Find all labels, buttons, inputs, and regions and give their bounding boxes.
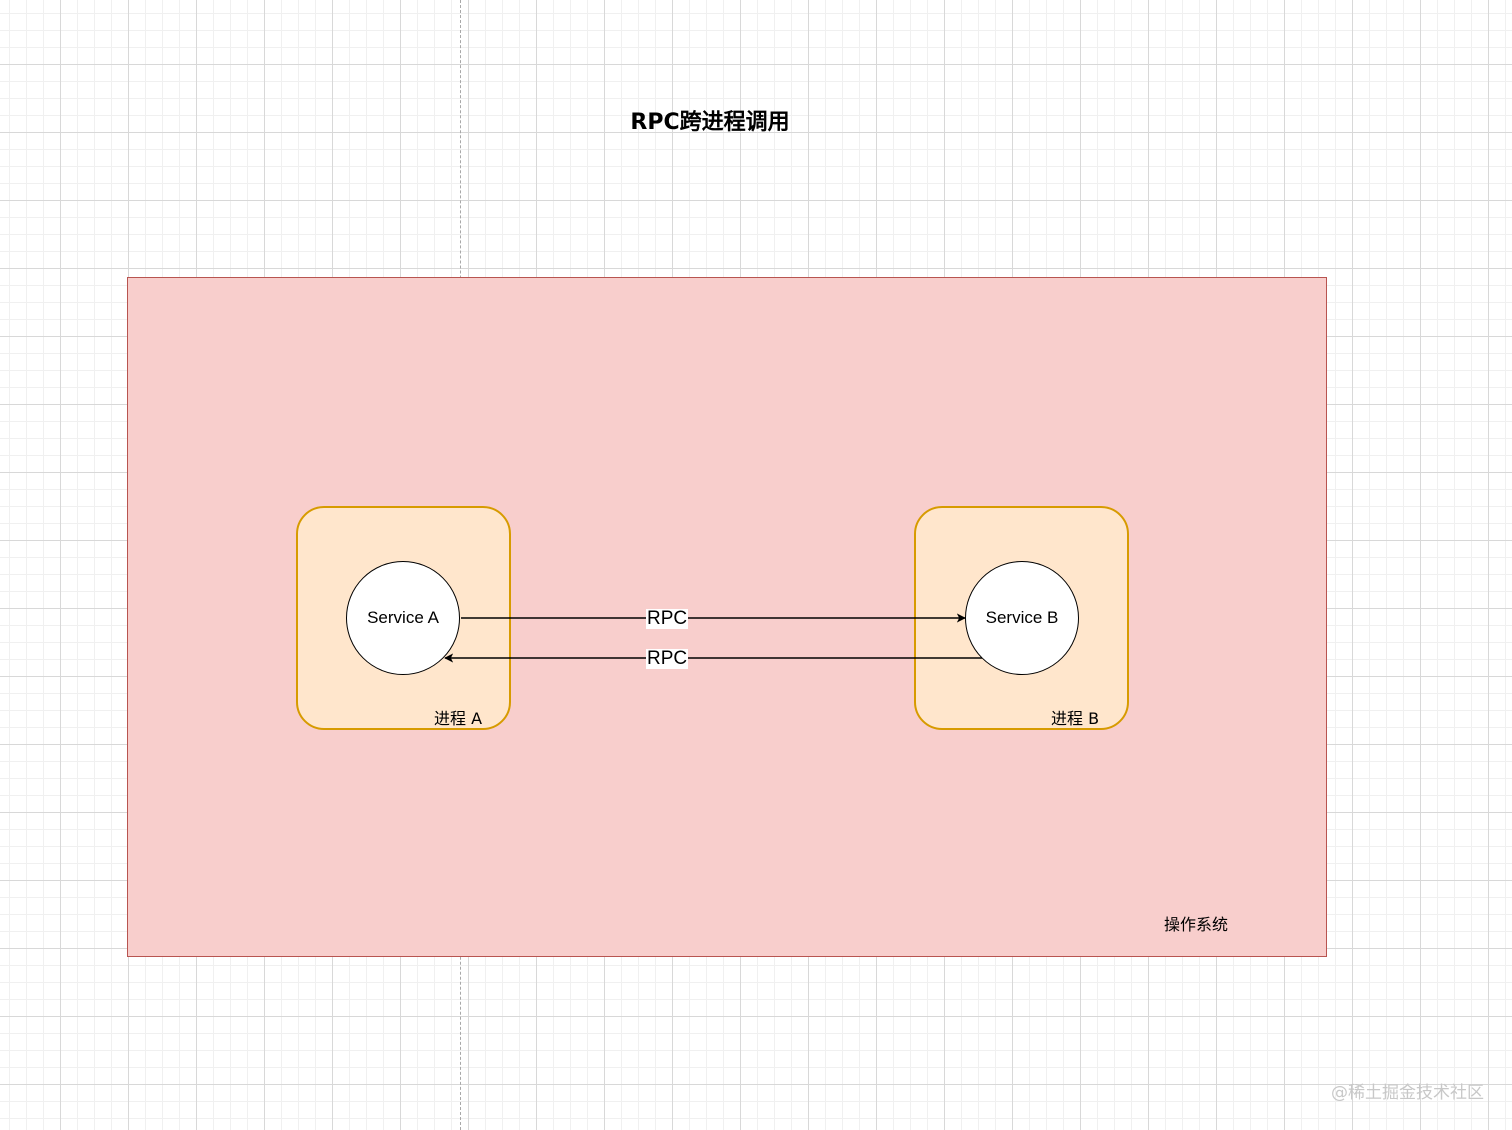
service-a-node[interactable]: Service A <box>346 561 460 675</box>
process-b-label: 进程 B <box>1051 709 1100 728</box>
watermark: @稀土掘金技术社区 <box>1331 1083 1484 1103</box>
service-b-node[interactable]: Service B <box>965 561 1079 675</box>
service-a-label: Service A <box>367 608 439 627</box>
service-b-label: Service B <box>985 608 1059 627</box>
diagram-title: RPC跨进程调用 <box>630 110 790 135</box>
rpc-edge-b-to-a-label: RPC <box>646 648 689 669</box>
rpc-edge-a-to-b-label: RPC <box>646 608 689 629</box>
process-a-label: 进程 A <box>434 709 483 728</box>
os-label: 操作系统 <box>1163 915 1228 934</box>
